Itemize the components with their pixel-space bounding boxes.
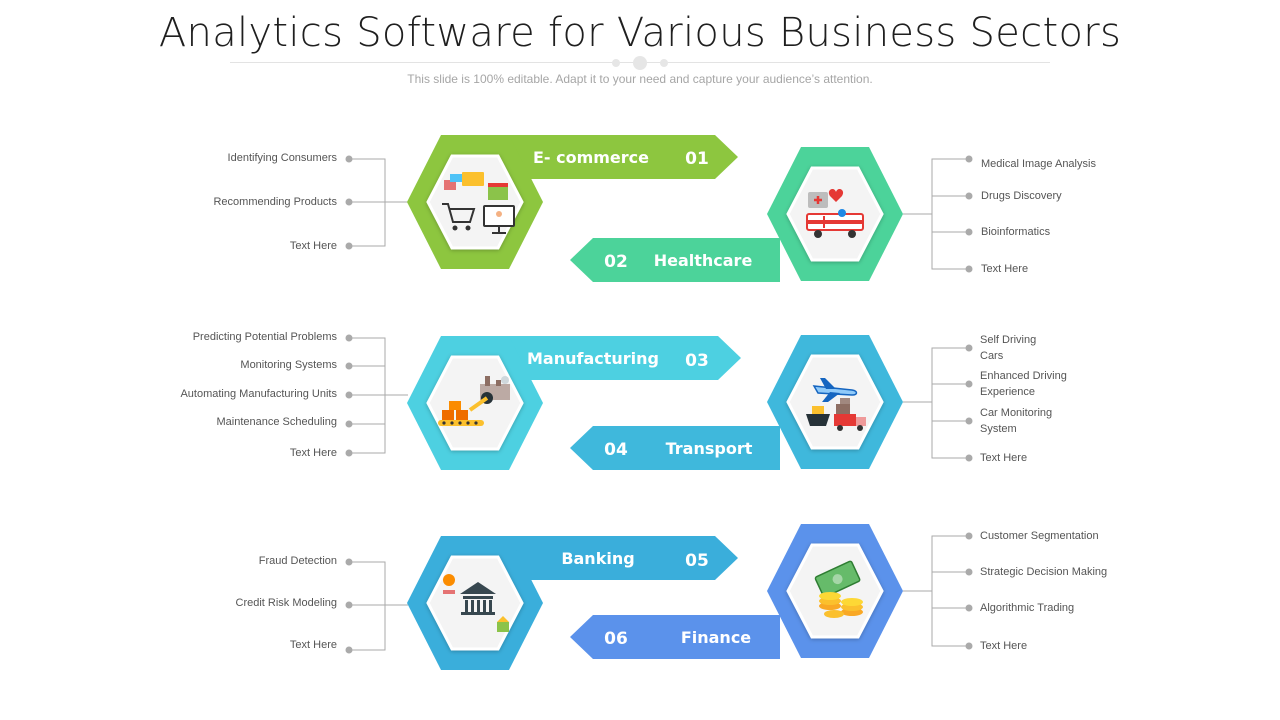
finance-item-2: Strategic Decision Making	[980, 566, 1108, 578]
ecommerce-item-2: Recommending Products	[213, 196, 337, 208]
manufacturing-item-1: Predicting Potential Problems	[192, 331, 337, 343]
finance-name: Finance	[681, 628, 751, 647]
healthcare-name: Healthcare	[654, 251, 753, 270]
finance-number: 06	[604, 629, 628, 649]
healthcare-item-1: Medical Image Analysis	[981, 158, 1096, 170]
finance-item-1: Customer Segmentation	[980, 530, 1099, 542]
ecommerce-name: E- commerce	[533, 148, 649, 167]
banking-item-2: Credit Risk Modeling	[235, 597, 337, 609]
manufacturing-item-5: Text Here	[289, 447, 337, 459]
finance-banner	[570, 615, 780, 659]
transport-item-1: Self Driving Cars	[980, 334, 1037, 362]
sector-manufacturing: Manufacturing 03	[407, 336, 741, 470]
transport-item-4: Text Here	[980, 452, 1028, 464]
divider-dots	[608, 56, 672, 70]
finance-item-4: Text Here	[980, 640, 1028, 652]
ecommerce-item-1: Identifying Consumers	[227, 152, 337, 164]
conveyor-factory-icon	[438, 376, 510, 426]
subtitle: This slide is 100% editable. Adapt it to…	[407, 72, 873, 86]
sector-ecommerce: E- commerce 01	[407, 135, 738, 269]
page-title: Analytics Software for Various Business …	[158, 10, 1122, 56]
banking-number: 05	[685, 551, 709, 571]
shopping-cart-icon	[442, 172, 515, 234]
ecommerce-item-3: Text Here	[289, 240, 337, 252]
transport-item-3: Car Monitoring System	[980, 407, 1053, 435]
healthcare-number: 02	[604, 252, 628, 272]
connectors	[350, 158, 968, 651]
healthcare-item-3: Bioinformatics	[981, 226, 1051, 238]
sector-banking: Banking 05	[407, 536, 738, 670]
transport-item-2: Enhanced Driving Experience	[980, 370, 1067, 398]
healthcare-item-4: Text Here	[981, 263, 1029, 275]
manufacturing-item-2: Monitoring Systems	[240, 359, 337, 371]
sector-transport: 04 Transport	[570, 335, 903, 470]
banking-item-3: Text Here	[289, 639, 337, 651]
healthcare-banner	[570, 238, 780, 282]
sector-finance: 06 Finance	[570, 524, 903, 659]
banking-name: Banking	[561, 549, 634, 568]
manufacturing-name: Manufacturing	[527, 349, 659, 368]
sector-healthcare: 02 Healthcare	[570, 147, 903, 282]
ambulance-icon	[806, 189, 864, 238]
finance-item-3: Algorithmic Trading	[980, 602, 1075, 614]
connector-dots	[345, 155, 973, 654]
plane-ship-truck-icon	[806, 378, 866, 431]
ecommerce-number: 01	[685, 149, 709, 169]
transport-banner	[570, 426, 780, 470]
manufacturing-banner	[500, 336, 741, 380]
transport-number: 04	[604, 440, 628, 460]
money-coins-icon	[814, 560, 863, 618]
ecommerce-banner	[500, 135, 738, 179]
banking-banner	[500, 536, 738, 580]
banking-item-1: Fraud Detection	[258, 555, 337, 567]
healthcare-item-2: Drugs Discovery	[981, 190, 1062, 202]
transport-name: Transport	[666, 439, 753, 458]
manufacturing-item-3: Automating Manufacturing Units	[180, 388, 337, 400]
bank-icon	[443, 574, 509, 632]
manufacturing-number: 03	[685, 351, 709, 371]
manufacturing-item-4: Maintenance Scheduling	[216, 416, 337, 428]
